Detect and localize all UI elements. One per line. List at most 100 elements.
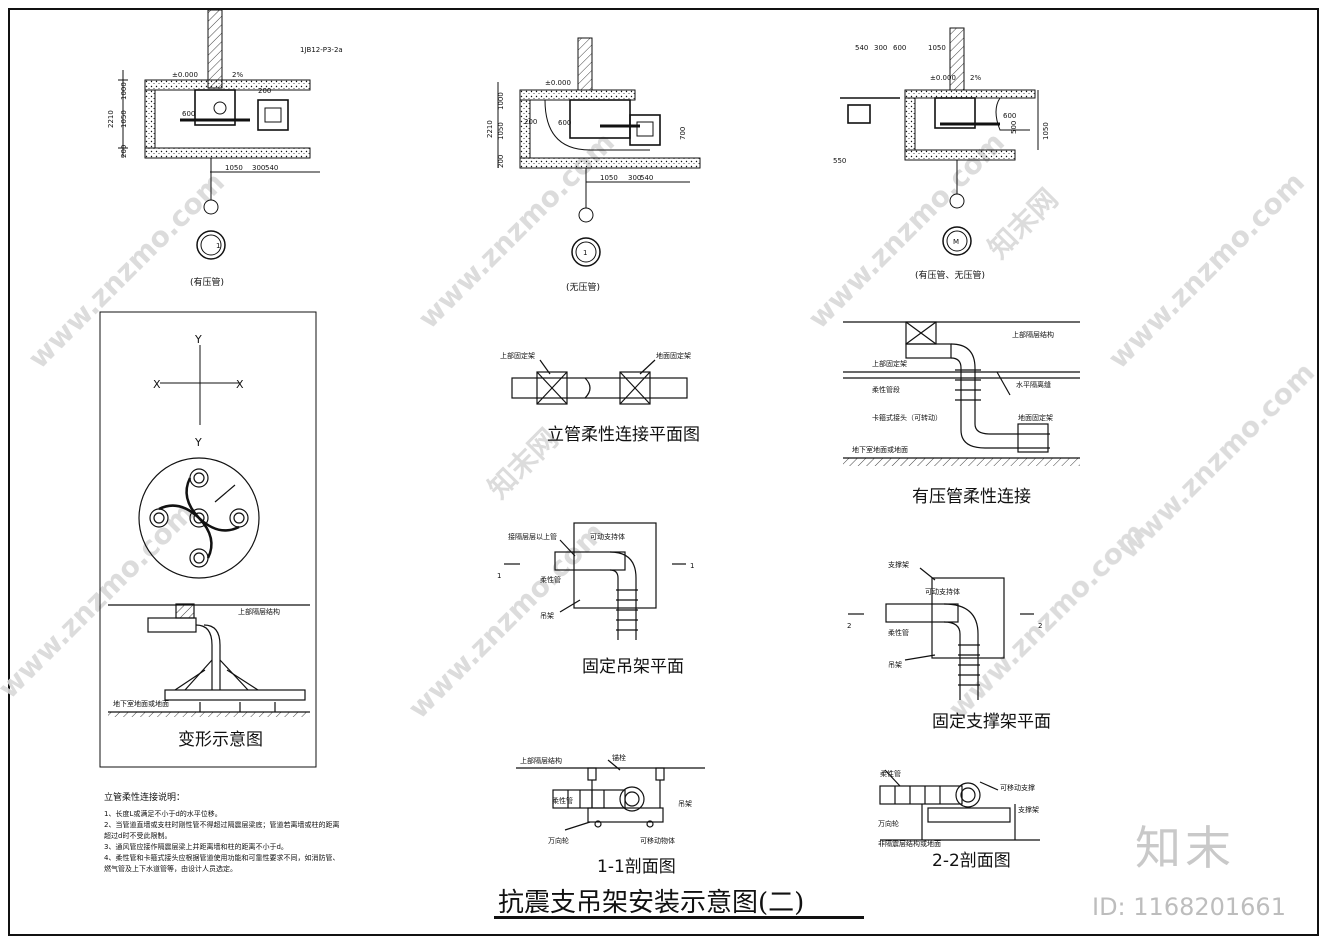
section11-label: 柔性管 bbox=[552, 796, 573, 805]
notes-line: 4、柔性管和卡箍式接头应根据管道使用功能和可靠性要求不同，如消防管、 bbox=[104, 853, 339, 862]
section-22-drawing bbox=[879, 769, 1040, 841]
notes-line: 2、当管道直墙或支柱时刚性管不得超过隔震层梁底；管道若离墙或柱的距离 bbox=[104, 820, 339, 829]
deform-plan-symbol bbox=[138, 457, 260, 579]
deform-axes bbox=[160, 345, 240, 425]
deform-panel-border bbox=[99, 311, 317, 768]
detail-2-note: 600 bbox=[558, 119, 571, 127]
pressure-label: 上部隔层结构 bbox=[1012, 330, 1054, 339]
section22-label: 柔性管 bbox=[880, 769, 901, 778]
detail-1-note: ±0.000 bbox=[172, 71, 198, 79]
detail-2-note: ±0.000 bbox=[545, 79, 571, 87]
detail-2-dim: 300 bbox=[628, 174, 641, 182]
detail-3-dim: 540 bbox=[855, 44, 868, 52]
support-section-mark: 2 bbox=[847, 622, 851, 630]
support-label: 可动支持体 bbox=[925, 587, 960, 596]
section11-label: 上部隔层结构 bbox=[520, 756, 562, 765]
detail-2-dim: 1050 bbox=[497, 122, 505, 140]
section11-label: 吊架 bbox=[678, 800, 692, 808]
detail-3-dim: 300 bbox=[874, 44, 887, 52]
detail-3-dim: 1050 bbox=[1042, 122, 1050, 140]
detail-3-mixed bbox=[840, 27, 1039, 256]
detail-1-dim: 540 bbox=[265, 164, 278, 172]
detail-1-dim: 2210 bbox=[107, 110, 115, 128]
detail-1-dim: 1050 bbox=[120, 110, 128, 128]
notes-line: 3、通风管应接作隔震层梁上并距离墙和柱的距离不小于d。 bbox=[104, 842, 288, 851]
notes-line: 燃气管及上下水道管等，由设计人员选定。 bbox=[104, 864, 237, 873]
detail-2-dim: 1000 bbox=[497, 92, 505, 110]
deform-label-bottom: 地下室地面或地面 bbox=[113, 699, 169, 708]
pressure-flex-drawing bbox=[843, 321, 1080, 466]
section11-label: 万向轮 bbox=[548, 836, 569, 845]
support-caption: 固定支撑架平面 bbox=[932, 712, 1051, 732]
pressure-label: 卡箍式接头（可转动） bbox=[872, 413, 942, 422]
watermark-text: www.znzmo.com bbox=[412, 126, 621, 335]
pressure-label: 上部固定架 bbox=[872, 359, 907, 368]
axis-x-right: X bbox=[236, 378, 244, 391]
detail-1-pressure bbox=[118, 9, 320, 260]
riser-plan-drawing bbox=[511, 359, 688, 405]
detail-3-note: ±0.000 bbox=[930, 74, 956, 82]
deform-caption: 变形示意图 bbox=[178, 730, 263, 750]
title-underline bbox=[494, 916, 864, 919]
hanger-caption: 固定吊架平面 bbox=[582, 657, 684, 677]
support-section-mark: 2 bbox=[1038, 622, 1042, 630]
detail-3-note: 600 bbox=[1003, 112, 1016, 120]
riser-label-right: 地面固定架 bbox=[656, 351, 691, 360]
watermark-logo: 知末网 bbox=[982, 182, 1065, 265]
detail-2-dim: 1050 bbox=[600, 174, 618, 182]
brand-logo: 知末 bbox=[1135, 821, 1235, 875]
support-label: 柔性管 bbox=[888, 628, 909, 637]
pressure-caption: 有压管柔性连接 bbox=[912, 487, 1031, 507]
detail-3-dim: 1050 bbox=[928, 44, 946, 52]
pressure-label: 柔性管段 bbox=[872, 385, 900, 394]
detail-3-mark: M bbox=[953, 238, 959, 246]
detail-1-dim: 1000 bbox=[120, 82, 128, 100]
deform-elevation bbox=[108, 603, 310, 717]
detail-1-dim: 300 bbox=[252, 164, 265, 172]
detail-2-note: 200 bbox=[524, 118, 537, 126]
detail-1-note: 200 bbox=[258, 87, 271, 95]
hanger-label: 接隔层层以上管 bbox=[508, 532, 557, 541]
detail-1-note: 1JB12-P3-2a bbox=[300, 46, 343, 54]
drawing-frame bbox=[8, 8, 1319, 936]
watermark-text: www.znzmo.com bbox=[1112, 356, 1321, 565]
drawing-title: 抗震支吊架安装示意图(二) bbox=[498, 888, 805, 918]
detail-1-dim: 1050 bbox=[225, 164, 243, 172]
section11-caption: 1-1剖面图 bbox=[597, 857, 676, 877]
detail-3-dim: 550 bbox=[833, 157, 846, 165]
riser-label-left: 上部固定架 bbox=[500, 351, 535, 360]
detail-2-dim: 200 bbox=[497, 155, 505, 168]
detail-2-gravity bbox=[497, 37, 701, 267]
detail-1-note: 2% bbox=[232, 71, 243, 79]
hanger-label: 可动支持体 bbox=[590, 532, 625, 541]
hanger-label: 吊架 bbox=[540, 612, 554, 620]
notes-line: 超过d时不受此限制。 bbox=[104, 831, 171, 840]
section-11-drawing bbox=[516, 759, 705, 831]
support-label: 吊架 bbox=[888, 661, 902, 669]
support-label: 支撑架 bbox=[888, 560, 909, 569]
detail-2-dim: 2210 bbox=[486, 120, 494, 138]
detail-1-caption: (有压管) bbox=[190, 276, 224, 288]
detail-3-dim: 600 bbox=[893, 44, 906, 52]
detail-1-note: 600 bbox=[182, 110, 195, 118]
hanger-section-mark: 1 bbox=[497, 572, 501, 580]
axis-y-top: Y bbox=[194, 333, 202, 346]
riser-caption: 立管柔性连接平面图 bbox=[547, 425, 700, 445]
detail-3-note: 2% bbox=[970, 74, 981, 82]
detail-1-mark: 1 bbox=[216, 242, 220, 250]
axis-y-bottom: Y bbox=[194, 436, 202, 449]
section22-label: 万向轮 bbox=[878, 819, 899, 828]
notes-line: 1、长度L或满足不小于d的水平位移。 bbox=[104, 809, 222, 818]
detail-2-note: 700 bbox=[679, 127, 687, 140]
notes-heading: 立管柔性连接说明： bbox=[104, 791, 185, 803]
detail-1-dim: 200 bbox=[120, 145, 128, 158]
detail-2-caption: (无压管) bbox=[566, 281, 600, 293]
pressure-label: 水平隔离缝 bbox=[1016, 380, 1051, 389]
support-plan-drawing bbox=[848, 567, 1034, 700]
axis-x-left: X bbox=[153, 378, 161, 391]
detail-3-note: 500 bbox=[1010, 121, 1018, 134]
document-id: ID: 1168201661 bbox=[1092, 893, 1286, 921]
detail-3-caption: (有压管、无压管) bbox=[915, 269, 985, 281]
pressure-label: 地面固定架 bbox=[1018, 413, 1053, 422]
